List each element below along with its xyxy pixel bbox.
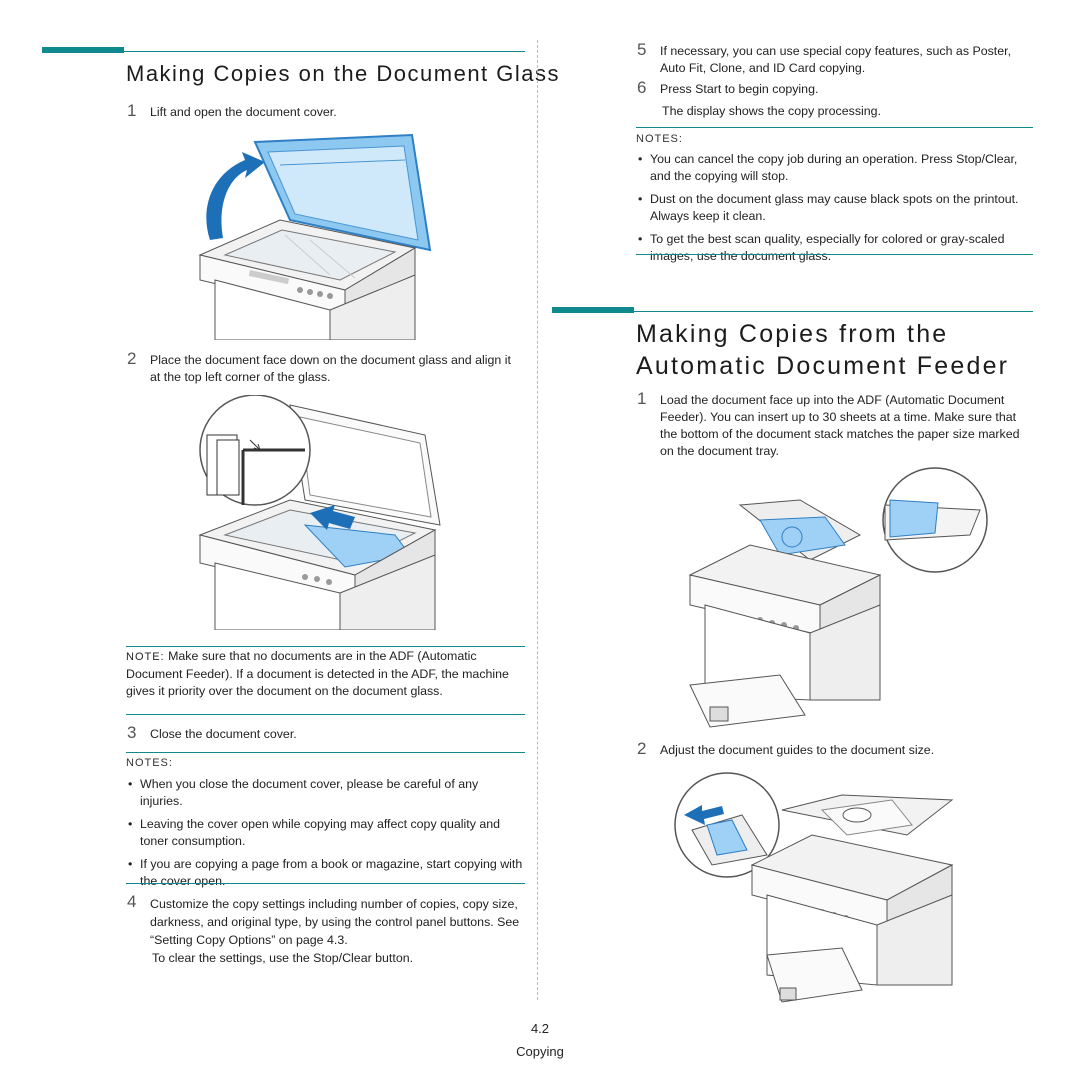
list-item: Leaving the cover open while copying may… [128,816,523,850]
note-text: Make sure that no documents are in the A… [126,649,509,698]
section-heading-adf: Making Copies from the Automatic Documen… [636,318,1056,382]
step-5: 5 If necessary, you can use special copy… [637,41,1030,77]
adjust-arrow-icon [684,805,724,825]
step-6: 6 Press Start to begin copying. [637,79,1030,98]
heading-rule-thin-left [124,51,525,52]
step-text: Adjust the document guides to the docume… [660,743,935,757]
step-text: Close the document cover. [150,727,297,741]
step-6-extra: The display shows the copy processing. [662,104,882,118]
notes-top-rule-left [126,752,525,753]
heading-rule-thick-left [42,47,124,53]
step-2: 2 Place the document face down on the do… [127,350,520,386]
adf-step-2: 2 Adjust the document guides to the docu… [637,740,1030,759]
push-arrow-icon [310,505,355,530]
heading-line-2: Automatic Document Feeder [636,352,1010,380]
step-number: 1 [637,389,647,408]
step-number: 3 [127,723,137,742]
step-text: Press Start to begin copying. [660,82,819,96]
step-text: Customize the copy settings including nu… [150,897,520,947]
notes-bottom-rule-left [126,883,525,884]
note-top-rule [126,646,525,647]
heading-rule-thin-right [634,311,1033,312]
page-number: 4.2 [530,1021,550,1036]
step-text: Place the document face down on the docu… [150,353,511,384]
step-4-extra: To clear the settings, use the Stop/Clea… [152,951,414,965]
notes-heading-left: NOTES: [126,757,173,769]
list-item: When you close the document cover, pleas… [128,776,523,810]
notes-list-left: When you close the document cover, pleas… [128,776,523,896]
list-item: To get the best scan quality, especially… [638,231,1030,265]
step-number: 6 [637,78,647,97]
step-number: 2 [637,739,647,758]
list-item: You can cancel the copy job during an op… [638,151,1030,185]
footer-section: Copying [516,1044,564,1059]
step-1: 1 Lift and open the document cover. [127,102,520,121]
illustration-adjust-guides [674,772,954,1003]
illustration-open-cover [198,133,432,340]
note-label: NOTE: [126,651,165,663]
step-text: If necessary, you can use special copy f… [660,44,1012,75]
lift-arrow-icon [206,152,265,240]
step-4: 4 Customize the copy settings including … [127,893,524,949]
step-number: 4 [127,892,137,911]
step-number: 2 [127,349,137,368]
notes-bottom-rule-right [636,254,1033,255]
step-number: 5 [637,40,647,59]
step-number: 1 [127,101,137,120]
section-heading-document-glass: Making Copies on the Document Glass [126,61,561,86]
heading-rule-thick-right [552,307,634,313]
note-bottom-rule [126,714,525,715]
column-divider [537,40,538,1000]
illustration-place-document [198,395,441,630]
step-3: 3 Close the document cover. [127,724,520,743]
notes-list-right: You can cancel the copy job during an op… [638,151,1030,271]
notes-top-rule-right [636,127,1033,128]
adf-note: NOTE: Make sure that no documents are in… [126,648,525,700]
list-item: Dust on the document glass may cause bla… [638,191,1030,225]
list-item: If you are copying a page from a book or… [128,856,523,890]
illustration-load-adf [688,467,988,728]
step-text: Lift and open the document cover. [150,105,337,119]
adf-step-1: 1 Load the document face up into the ADF… [637,390,1020,460]
step-text: Load the document face up into the ADF (… [660,393,1020,458]
notes-heading-right: NOTES: [636,133,683,145]
heading-line-1: Making Copies from the [636,320,949,348]
